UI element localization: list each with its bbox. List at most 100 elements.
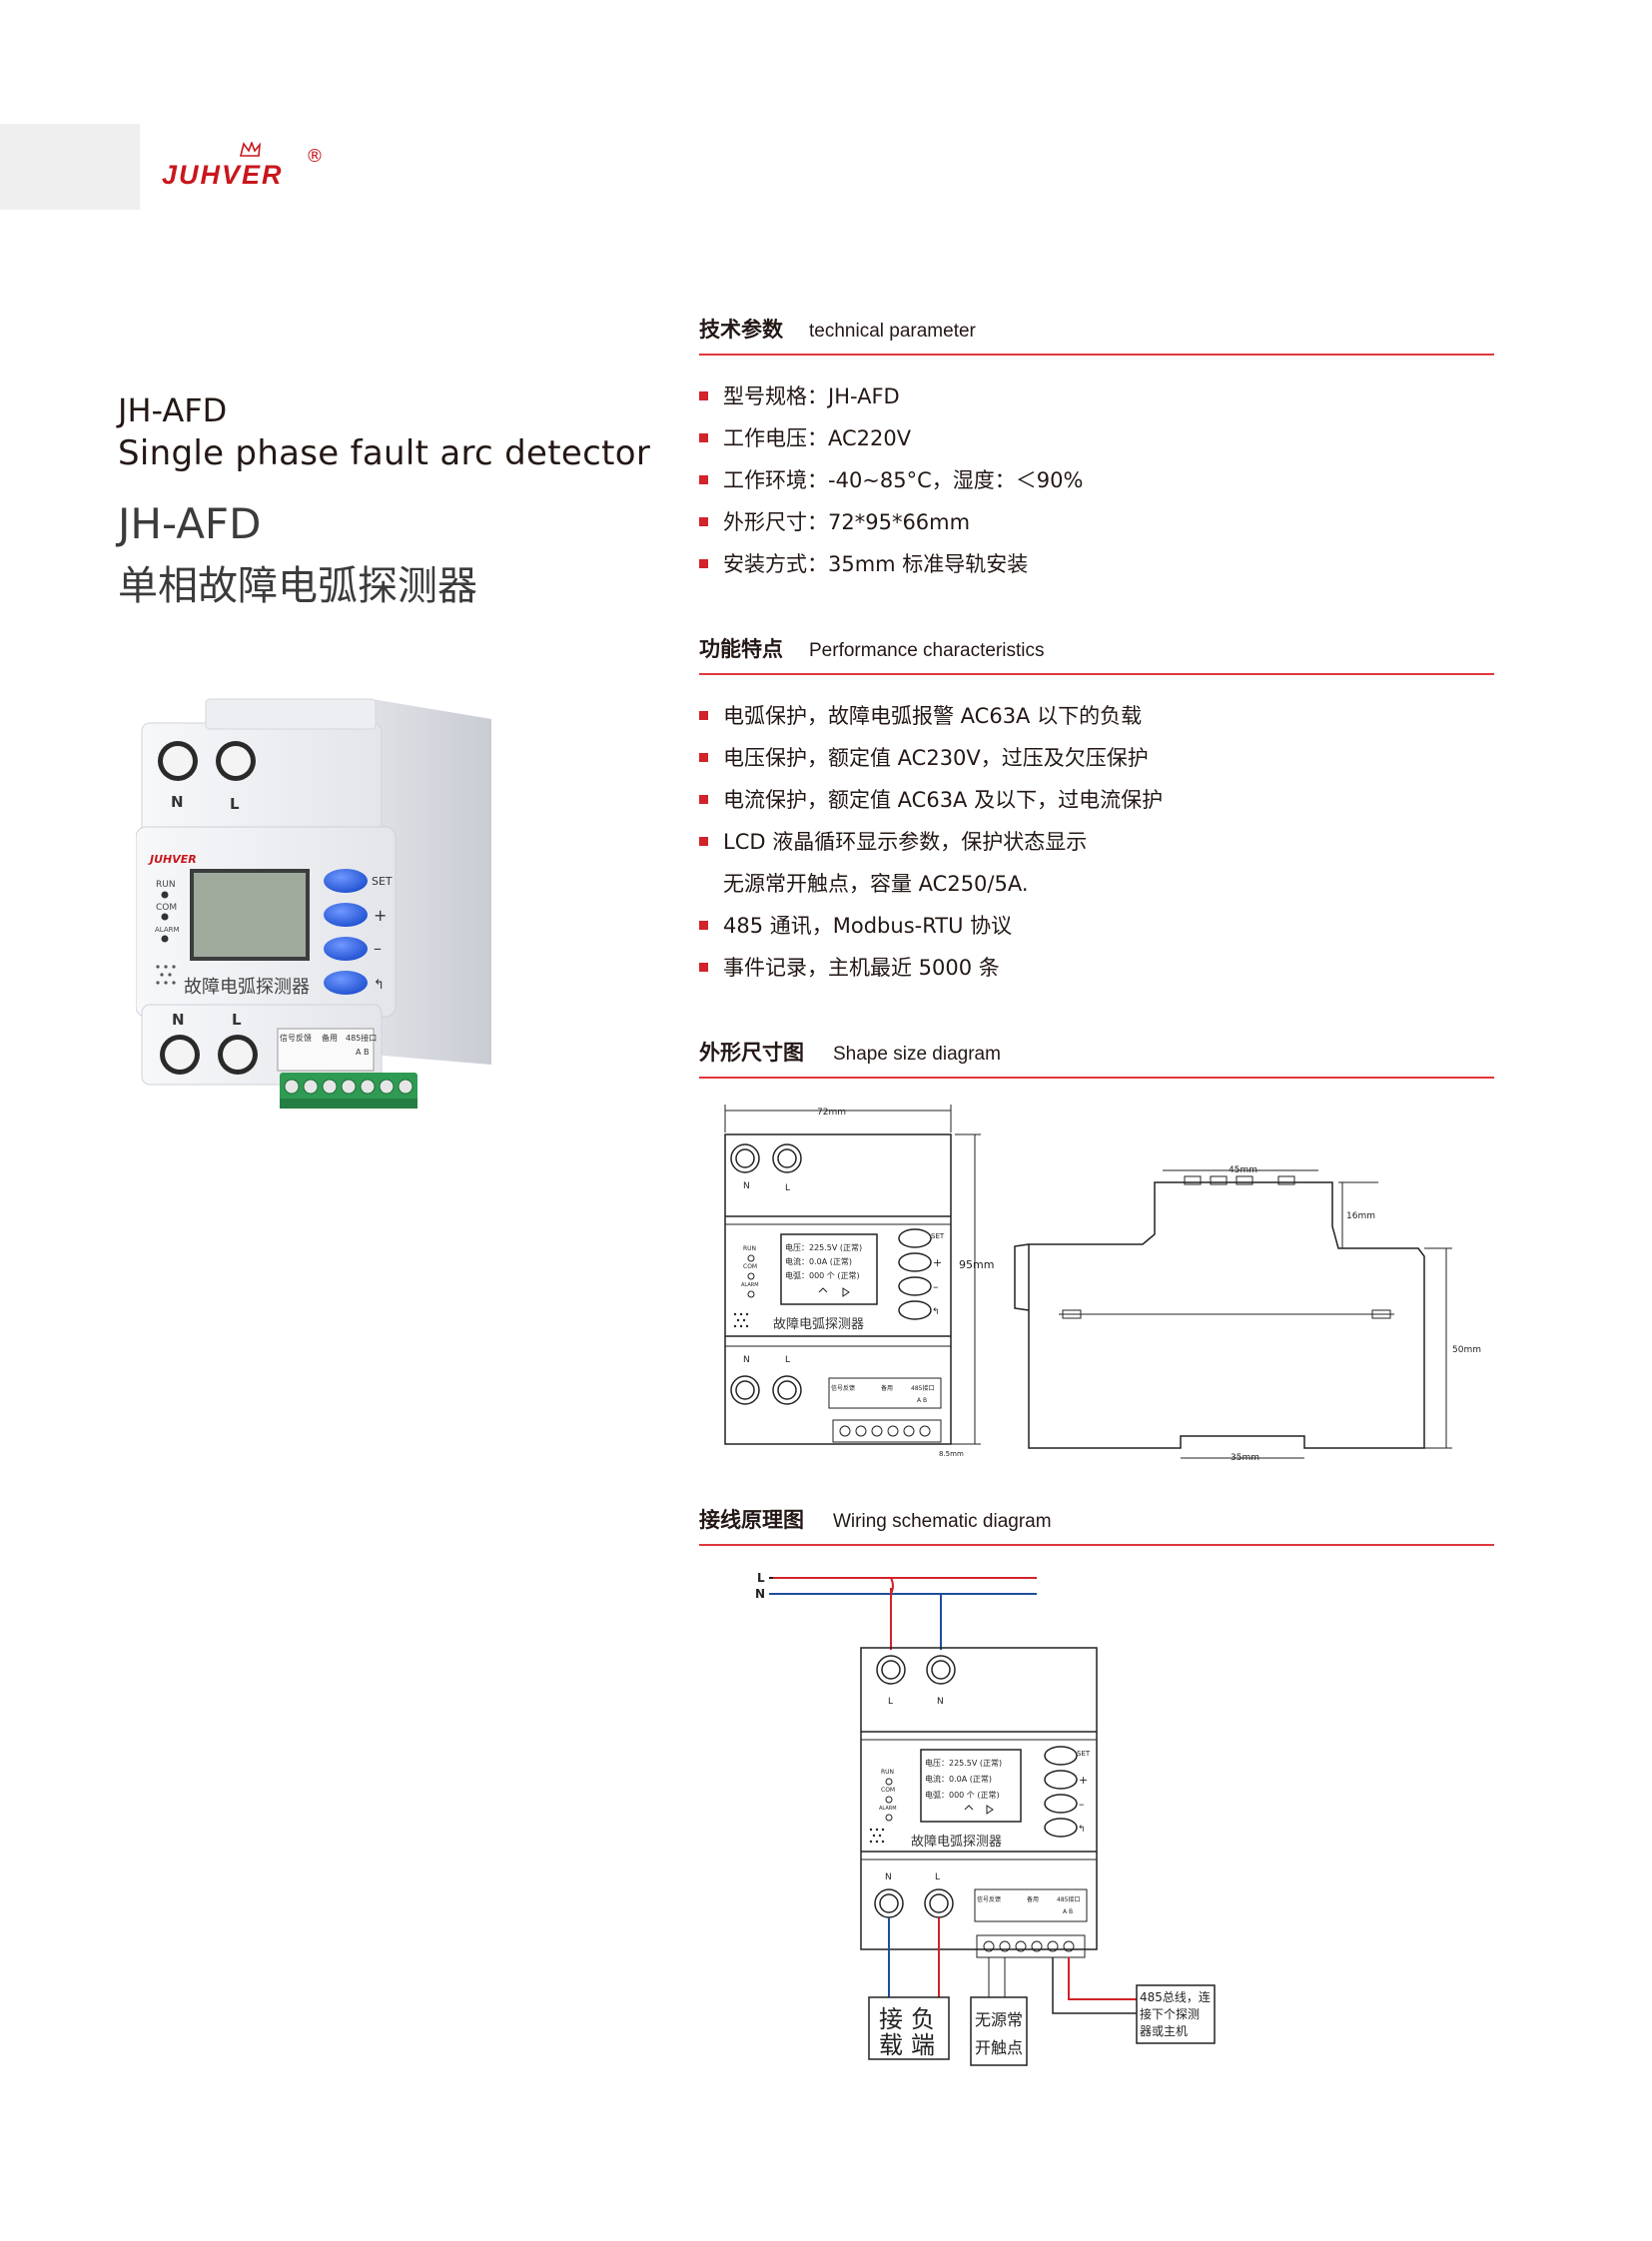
terminal-screw [772,1143,802,1173]
wiring-device-outline [860,1647,1098,1950]
bus-box-line-1: 485总线，连 [1140,1989,1211,2004]
wiring-terminal-signal: 信号反馈 [977,1895,1001,1903]
front-lcd [780,1233,878,1305]
wiring-led-com: COM [881,1787,895,1794]
bus-box-line-3: 器或主机 [1140,2024,1188,2038]
front-width-label: 72mm [817,1108,846,1118]
side-step-label: 16mm [1346,1211,1375,1221]
wiring-button-return: ↰ [1078,1825,1086,1835]
brand-logo: JUHVER ® [162,140,332,210]
wiring-bottom-terminal-l: L [935,1872,940,1882]
bullet-square-icon [699,433,708,442]
led-com-icon [161,913,169,921]
front-minus-button [898,1276,932,1296]
wiring-minus-button [1044,1794,1078,1814]
photo-panel-label: 故障电弧探测器 [184,977,310,998]
list-item: 无源常开触点，容量 AC250/5A. [723,872,1029,896]
list-item: 485 通讯，Modbus-RTU 协议 [699,905,1163,947]
minus-button [324,937,368,961]
wiring-plus-button [1044,1770,1078,1790]
terminal-screw [926,1655,956,1685]
front-bottom-terminal-l: L [785,1355,790,1365]
photo-led-alarm: ALARM [155,926,180,934]
side-rail-label: 35mm [1231,1453,1259,1462]
front-height-label: 95mm [959,1258,994,1271]
wiring-bottom-terminal-n: N [885,1872,892,1882]
bullet-square-icon [699,963,708,972]
features-list: 电弧保护，故障电弧报警 AC63A 以下的负载 电压保护，额定值 AC230V，… [699,695,1163,989]
features-heading-cn: 功能特点 [699,637,783,661]
list-item: 电压保护，额定值 AC230V，过压及欠压保护 [699,737,1163,779]
list-item: 电弧保护，故障电弧报警 AC63A 以下的负载 [699,695,1163,737]
return-button [324,971,368,995]
front-lcd-line-2: 电流：0.0A (正常) [785,1256,852,1266]
title-name-en: Single phase fault arc detector [118,433,651,473]
led-com-icon [885,1796,893,1804]
photo-terminal-spare: 备用 [322,1033,338,1043]
list-item: 事件记录，主机最近 5000 条 [699,947,1163,989]
list-item: 安装方式：35mm 标准导轨安装 [699,543,1083,585]
front-button-minus: – [933,1280,939,1293]
wiring-connector [976,1934,1086,1958]
photo-bottom-terminal-l: L [232,1011,242,1029]
photo-top-terminal-l: L [230,795,240,813]
list-item: LCD 液晶循环显示参数，保护状态显示 [699,821,1163,863]
logo-text: JUHVER [162,160,284,190]
bullet-square-icon [699,795,708,804]
front-connector [832,1419,942,1443]
crown-icon [240,142,262,157]
photo-led-com: COM [156,903,177,913]
wiring-panel-label: 故障电弧探测器 [911,1835,1002,1850]
wiring-lcd [920,1749,1022,1823]
photo-terminal-ab: A B [356,1048,370,1057]
terminal-screw [874,1888,904,1918]
front-lcd-line-1: 电压：225.5V (正常) [785,1242,862,1252]
terminal-screw [876,1655,906,1685]
wiring-top-terminal-n: N [937,1697,944,1707]
front-lcd-line-3: 电弧：000 个 (正常) [785,1270,860,1280]
tech-list: 型号规格：JH-AFD 工作电压：AC220V 工作环境：-40~85°C，湿度… [699,375,1083,585]
shape-size-diagram: 72mm N L 95mm 电压：225.5V (正常) 电流：0.0A (正常… [724,1105,1481,1462]
load-box-char-3: 载 [879,2031,903,2059]
bullet-square-icon [699,753,708,762]
front-depth-label: 8.5mm [939,1450,964,1458]
wiring-heading-cn: 接线原理图 [699,1508,804,1532]
title-model-cn: JH-AFD [118,499,262,548]
front-terminal-signal: 信号反馈 [831,1384,855,1392]
side-view-outline [1028,1181,1425,1449]
bullet-square-icon [699,711,708,720]
front-terminal-485: 485接口 [911,1384,934,1392]
wiring-button-set: SET [1077,1750,1091,1758]
set-button [324,869,368,893]
wiring-button-plus: + [1079,1774,1088,1787]
photo-bottom-terminal-n: N [172,1011,185,1029]
terminal-screw [924,1888,954,1918]
led-alarm-icon [161,935,169,943]
front-led-com: COM [743,1263,757,1270]
bullet-square-icon [699,559,708,568]
wiring-return-button [1044,1818,1078,1838]
features-heading-en: Performance characteristics [809,640,1045,661]
front-terminal-spare: 备用 [881,1384,893,1392]
title-name-cn: 单相故障电弧探测器 [118,563,477,609]
photo-top-terminal-n: N [171,793,184,811]
bullet-square-icon [699,517,708,526]
front-terminal-ab: A B [917,1397,927,1404]
features-section-header: 功能特点 Performance characteristics [699,633,1494,675]
led-alarm-icon [747,1290,755,1298]
shape-heading-cn: 外形尺寸图 [699,1041,804,1065]
wiring-lcd-line-2: 电流：0.0A (正常) [925,1774,992,1784]
led-com-icon [747,1272,755,1280]
terminal-screw [730,1143,760,1173]
wiring-terminal-spare: 备用 [1027,1895,1039,1903]
registered-mark: ® [306,146,324,167]
shape-heading-en: Shape size diagram [833,1044,1001,1065]
wiring-top-terminal-l: L [888,1697,893,1707]
wiring-heading-en: Wiring schematic diagram [833,1511,1052,1532]
load-box [868,1996,950,2060]
terminal-screw [772,1375,802,1405]
plus-button [324,903,368,927]
contact-box [970,1996,1028,2066]
side-top-label: 45mm [1229,1165,1257,1175]
front-button-plus: + [933,1256,942,1269]
